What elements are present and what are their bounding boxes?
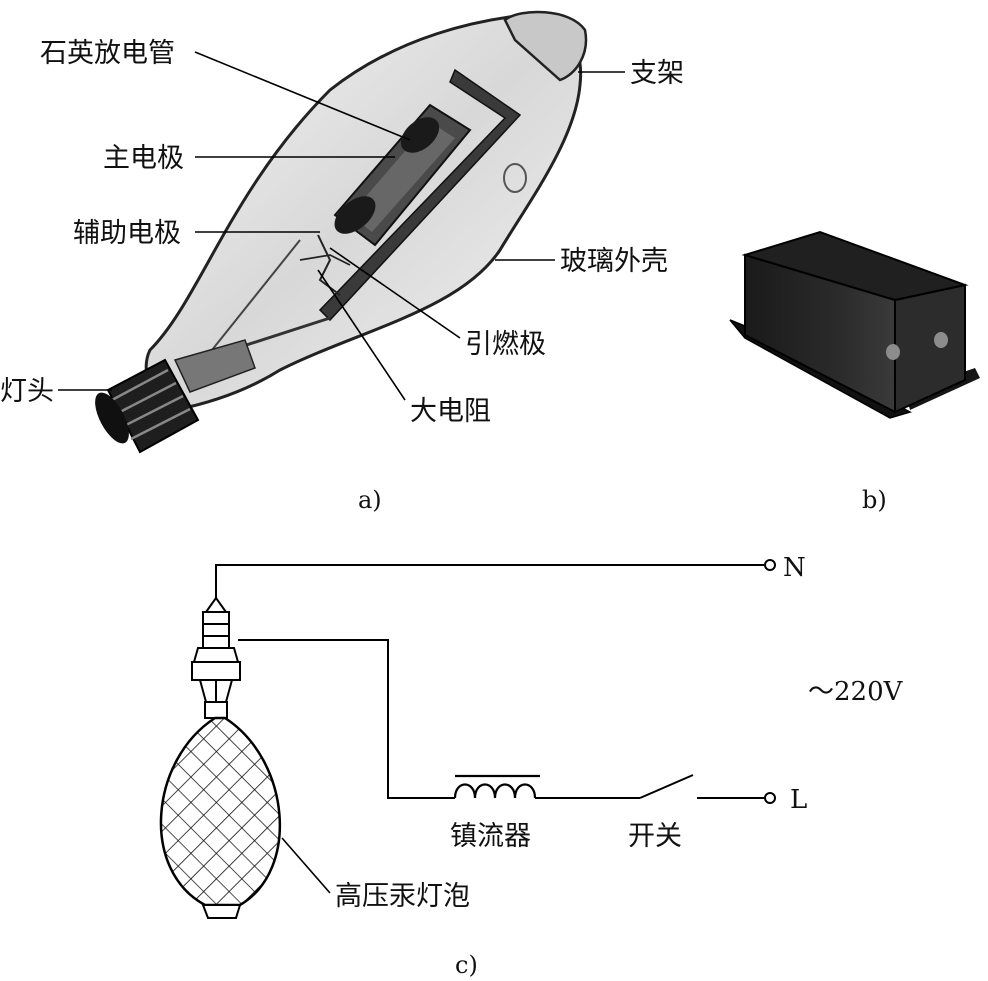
ballast-box-side: [894, 283, 966, 414]
lamp-leader-line: [281, 837, 331, 894]
circuit-wires: [215, 564, 765, 799]
lamp-label: 高压汞灯泡: [335, 881, 470, 912]
lamp-symbol: [159, 596, 282, 919]
label-main-electrode: 主电极: [103, 143, 184, 174]
terminal-l-node: [764, 792, 776, 804]
caption-c: c): [455, 951, 478, 979]
top-neck: [503, 10, 588, 82]
ballast-box-top: [741, 230, 969, 302]
label-glass-shell: 玻璃外壳: [560, 246, 668, 277]
label-bracket: 支架: [630, 58, 684, 89]
label-igniter: 引燃极: [465, 329, 546, 360]
caption-b: b): [862, 486, 887, 514]
lamp-bulb: [159, 716, 282, 907]
lamp-photo: [95, 10, 588, 454]
voltage-label: ～220V: [808, 677, 904, 707]
switch-label: 开关: [628, 821, 682, 852]
label-resistor: 大电阻: [410, 396, 491, 427]
terminal-n-label: N: [783, 553, 806, 583]
terminal-l-label: L: [790, 785, 807, 815]
ballast-label: 镇流器: [450, 821, 531, 852]
screw-base: [95, 358, 200, 454]
label-lamp-base: 灯头: [0, 376, 54, 407]
label-quartz-tube: 石英放电管: [40, 38, 175, 69]
ballast-photo: [729, 230, 980, 419]
caption-a: a): [358, 486, 382, 514]
ballast-coil: [453, 774, 540, 799]
label-aux-electrode: 辅助电极: [73, 218, 181, 249]
leader-lines-a: [58, 51, 625, 401]
terminal-n-node: [764, 559, 776, 571]
